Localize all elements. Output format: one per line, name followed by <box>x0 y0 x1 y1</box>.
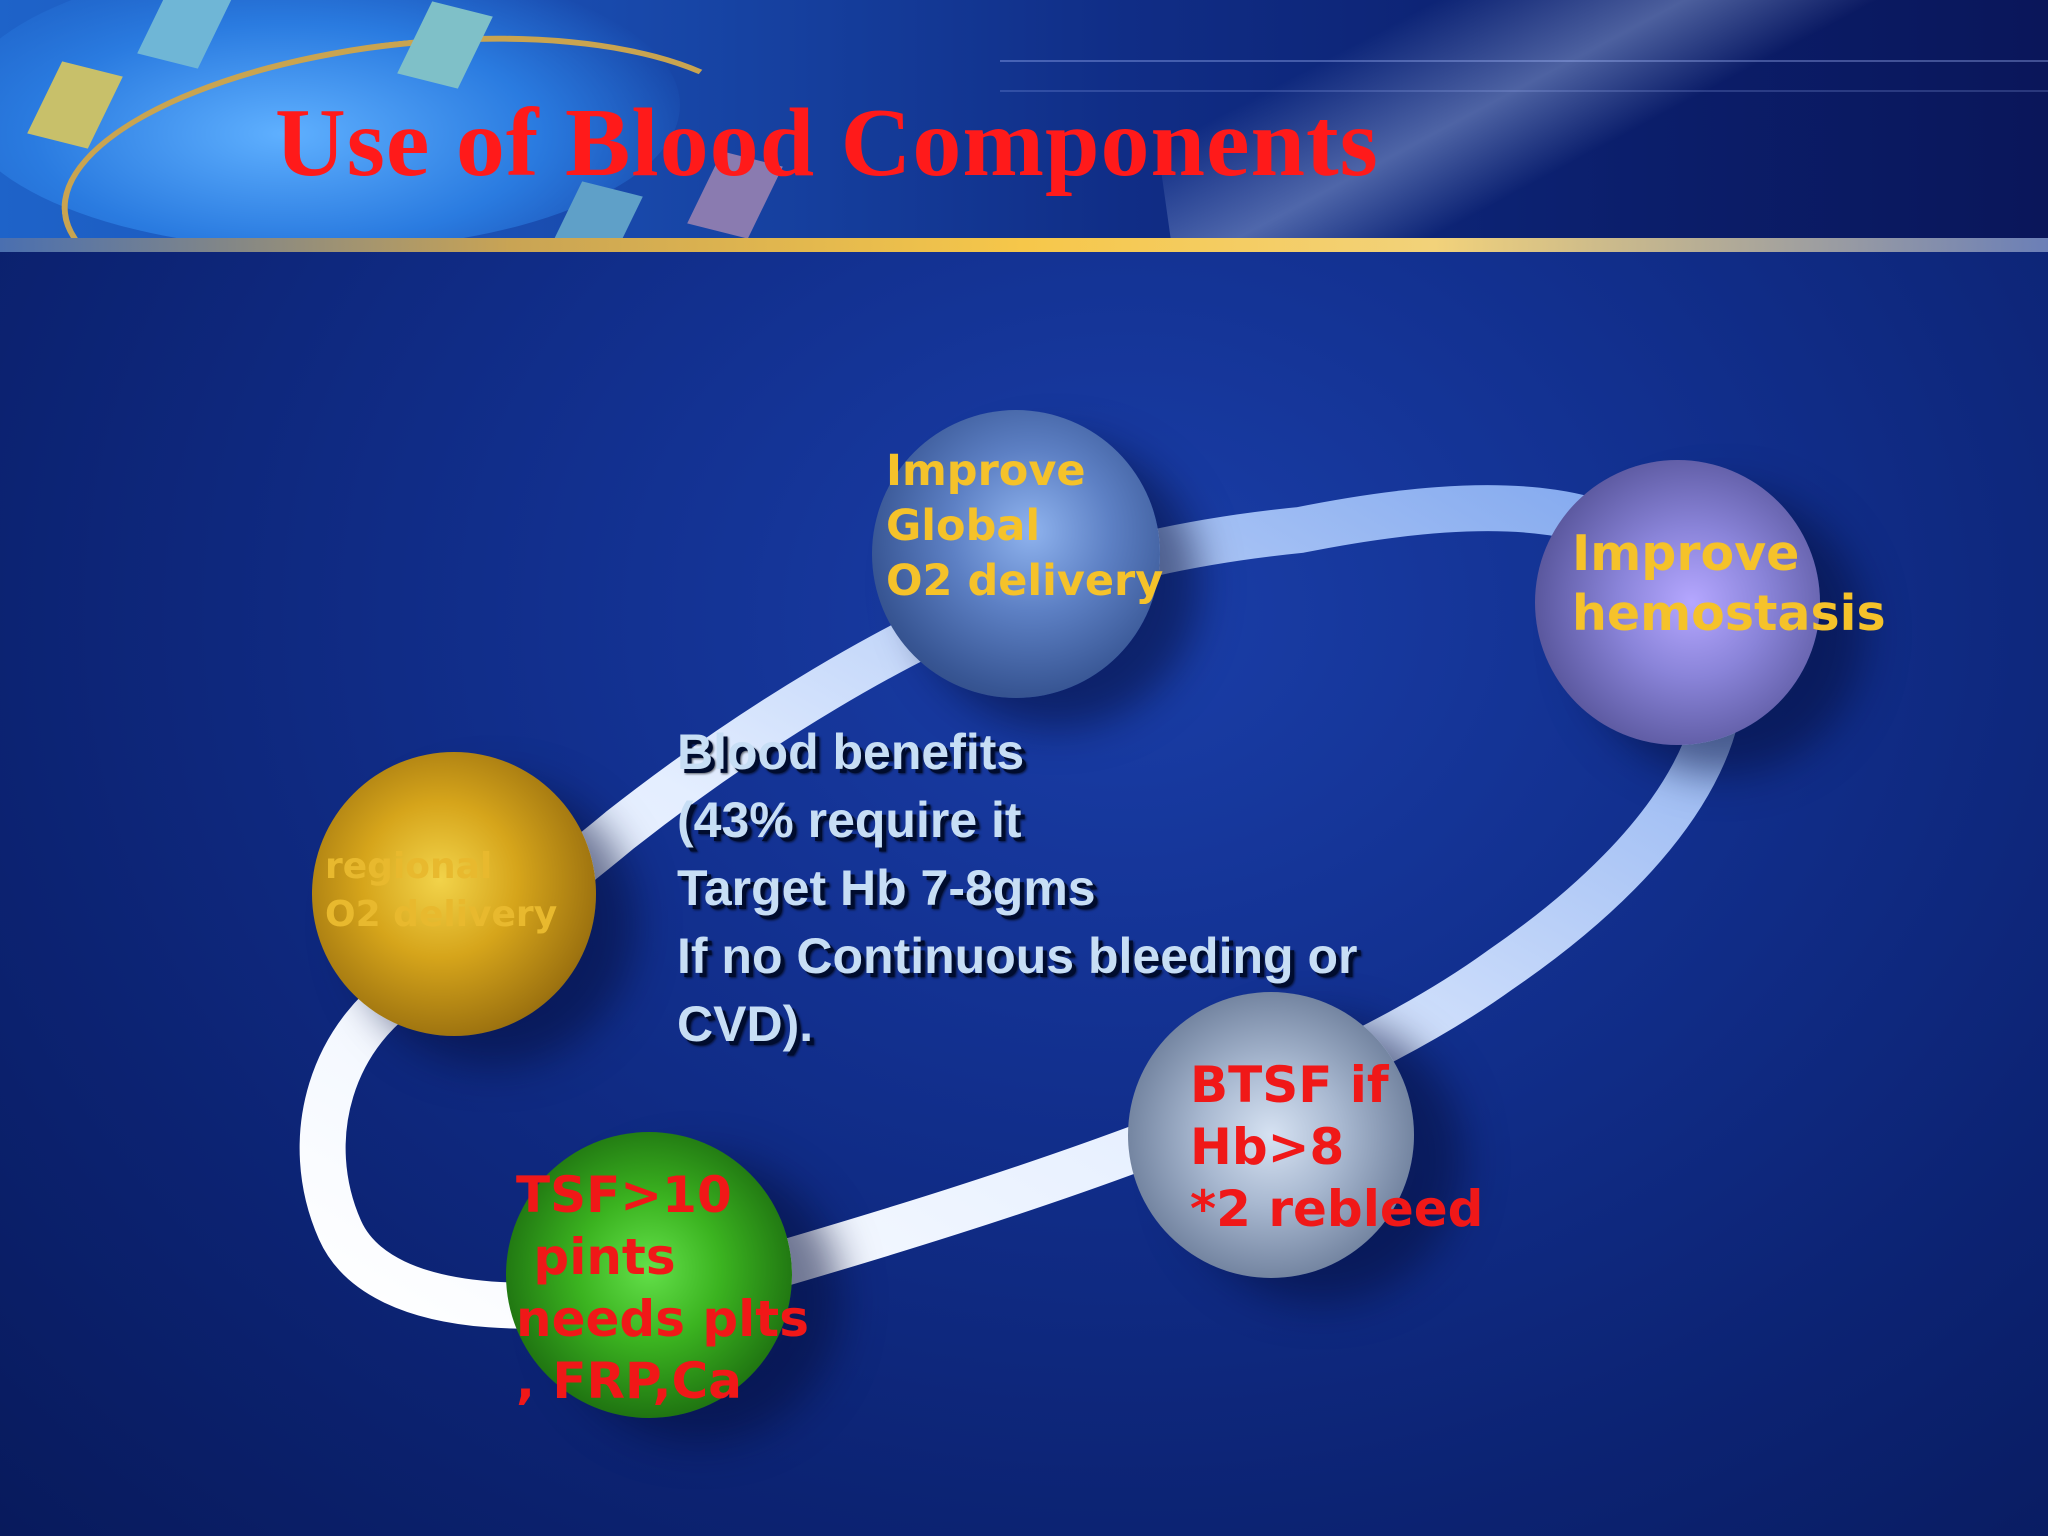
node-regional-o2 <box>312 752 596 1036</box>
header-streak <box>1000 90 2048 92</box>
node-global-o2 <box>872 410 1160 698</box>
node-btsf <box>1128 992 1414 1278</box>
node-btsf-label: BTSF if Hb>8 *2 rebleed <box>1190 1056 1484 1238</box>
node-hemostasis <box>1535 460 1820 745</box>
node-regional-o2-label: regional O2 delivery <box>325 846 558 935</box>
node-global-o2-label: Improve Global O2 delivery <box>886 446 1164 606</box>
header-streak <box>1000 60 2048 62</box>
header-accent-bar <box>0 238 2048 252</box>
center-text-blood-benefits: Blood benefits (43% require it Target Hb… <box>677 724 1358 1052</box>
node-hemostasis-label: Improve hemostasis <box>1572 525 1886 642</box>
slide-title: Use of Blood Components <box>275 89 1379 197</box>
header-banner <box>0 0 2048 238</box>
node-tsf-label: TSF>10 pints needs plts , FRP,Ca <box>516 1166 809 1410</box>
node-tsf <box>506 1132 792 1418</box>
header-globe-graphic <box>0 0 680 238</box>
